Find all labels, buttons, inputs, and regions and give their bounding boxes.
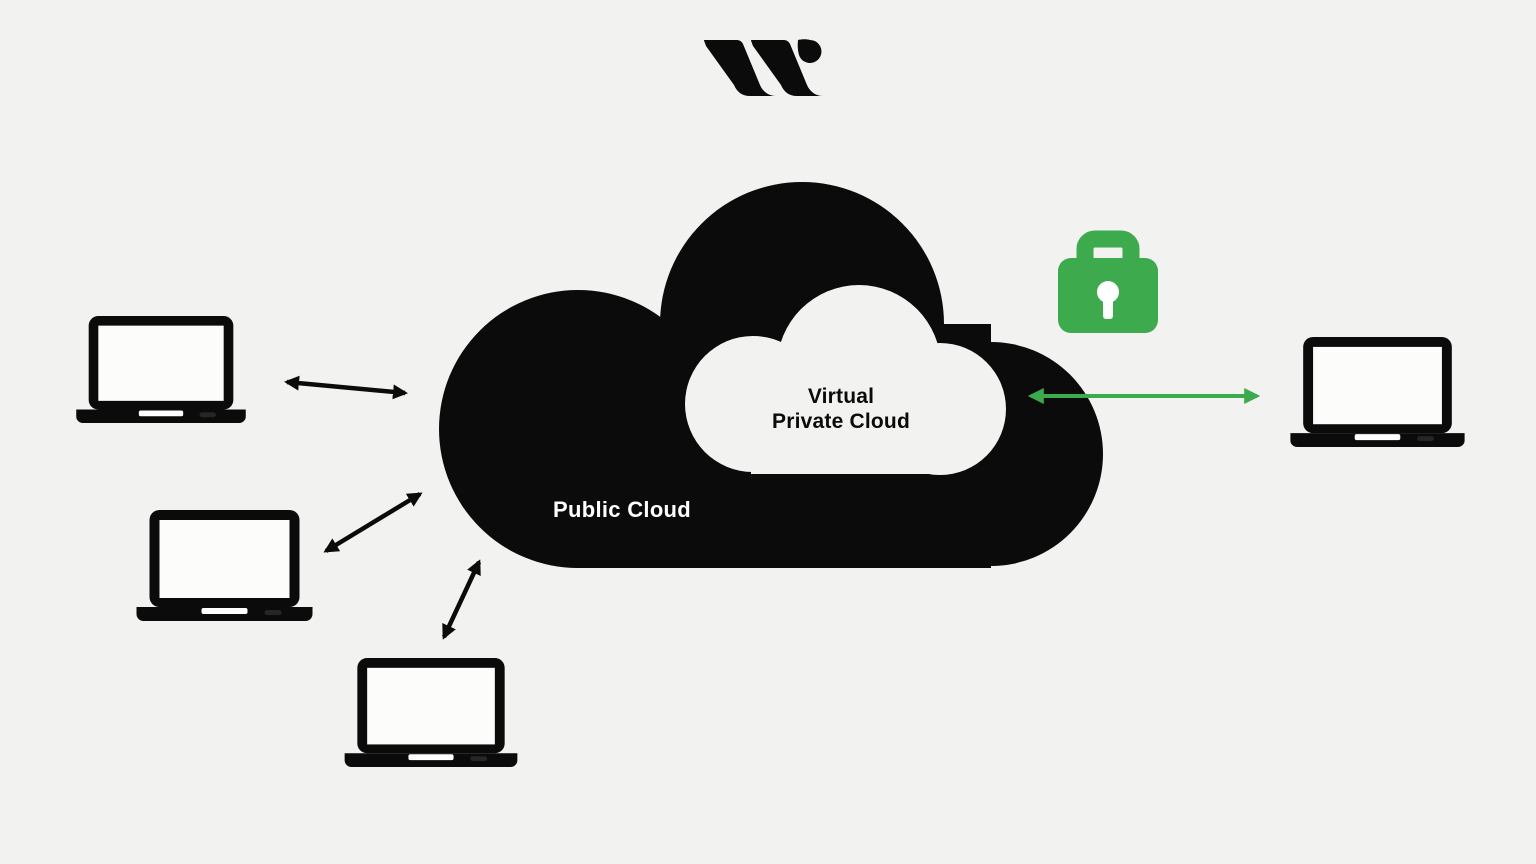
vpc-label-line1: Virtual bbox=[807, 385, 875, 408]
laptop-icon-left-2 bbox=[136, 510, 313, 622]
writer-logo-mark bbox=[704, 39, 823, 96]
bidirectional-arrow-laptop1 bbox=[284, 375, 408, 400]
padlock-icon bbox=[1058, 230, 1158, 333]
laptop-icon-left-3 bbox=[344, 658, 518, 768]
virtual-private-cloud-shape bbox=[685, 285, 1006, 475]
vpc-label: Virtual Private Cloud bbox=[691, 384, 991, 434]
public-cloud-shape bbox=[439, 182, 1103, 568]
keyhole-circle bbox=[1097, 281, 1119, 303]
keyhole-stem bbox=[1103, 298, 1113, 319]
padlock-shackle bbox=[1076, 230, 1140, 272]
laptop-icon-left-1 bbox=[76, 316, 246, 424]
bidirectional-arrow-laptop3 bbox=[441, 559, 482, 640]
bidirectional-arrow-laptop2 bbox=[323, 492, 423, 553]
vpc-label-line2: Private Cloud bbox=[772, 410, 910, 433]
public-cloud-label: Public Cloud bbox=[553, 497, 692, 522]
laptop-icon-right bbox=[1290, 337, 1465, 448]
